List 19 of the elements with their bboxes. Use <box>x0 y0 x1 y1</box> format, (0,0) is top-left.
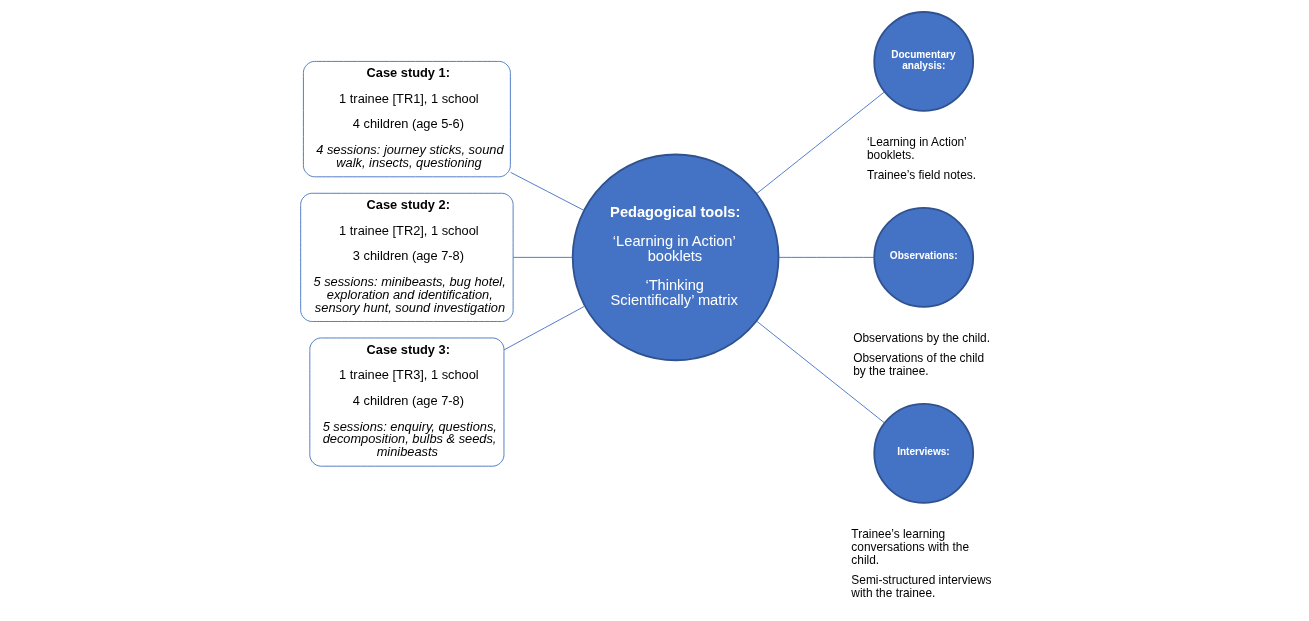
node-label: Observations of the child by the trainee. <box>852 351 984 378</box>
node-circle: Documentary analysis: <box>872 11 974 112</box>
node-box: Case study 2: 1 trainee [TR2], 1 school 3 children (age 7-8) 5 sessions: minibeasts, bug hotel, exploration and identification, sensory hunt, sound investigation <box>299 192 514 322</box>
node-label: Semi-structured interviews with the trainee. <box>850 572 991 600</box>
connector <box>503 305 585 351</box>
node-box: Case study 1: 1 trainee [TR1], 1 school 4 children (age 5-6) 4 sessions: journey sticks, sound walk, insects, questioning <box>302 60 511 178</box>
node-circle: Observations: <box>872 207 974 308</box>
node-circle: Interviews: <box>872 403 974 504</box>
connector <box>755 320 885 424</box>
node-label: Trainee’s field notes. <box>866 168 976 182</box>
node-circle: Pedagogical tools: ‘Learning in Action’ booklets ‘Thinking Scientifically’ matrix <box>571 153 779 362</box>
connector <box>509 171 584 211</box>
connector <box>777 256 875 258</box>
node-box: Case study 3: 1 trainee [TR3], 1 school 4 children (age 7-8) 5 sessions: enquiry, questions, decomposition, bulbs & seeds, minibeasts <box>308 337 504 467</box>
connector <box>755 91 885 194</box>
node-label: ‘Learning in Action’ booklets. <box>866 135 967 162</box>
connector <box>512 256 573 258</box>
node-label: Observations by the child. <box>852 331 990 345</box>
node-label: Trainee’s learning conversations with the child. <box>850 526 969 567</box>
